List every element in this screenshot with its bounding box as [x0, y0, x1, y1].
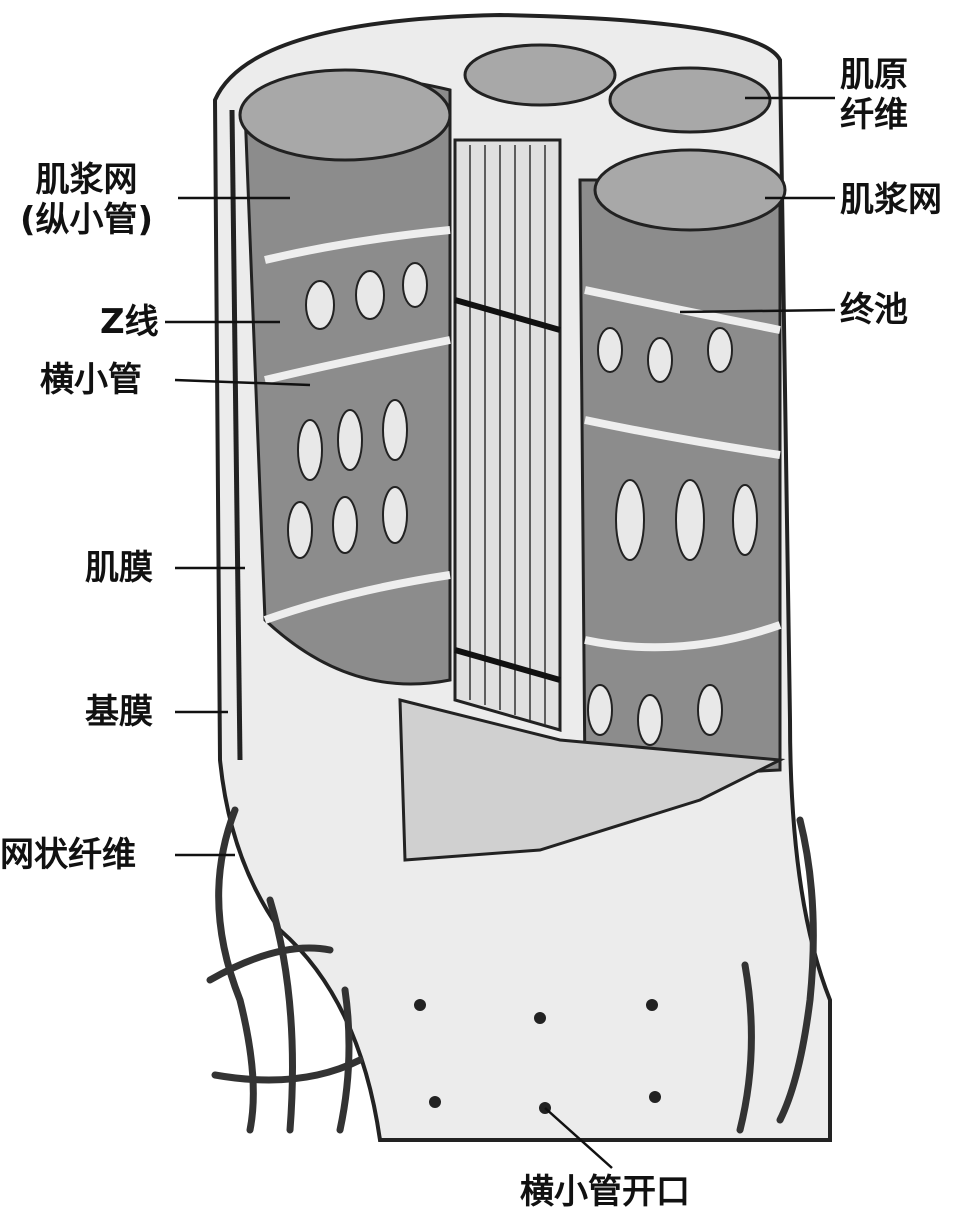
cut-surface: [398, 698, 786, 862]
leader-lines: [165, 96, 836, 1169]
right-myofibril-top: [593, 148, 787, 232]
label-z-line: Z线: [100, 302, 159, 342]
label-t-tubule: 横小管: [40, 360, 142, 400]
label-myofibril: 肌原 纤维: [840, 55, 908, 135]
label-sr-left-line1: 肌浆网: [35, 160, 138, 200]
label-sarcolemma: 肌膜: [85, 548, 153, 588]
label-myofibril-line2: 纤维: [840, 95, 908, 135]
z-band: [454, 297, 561, 333]
reticular-fibers: [206, 806, 817, 1134]
sarcolemma-line: [229, 109, 243, 761]
label-sr-left-line2: (纵小管): [20, 200, 154, 240]
z-band: [454, 647, 561, 683]
label-terminal-cisterna: 终池: [840, 290, 908, 330]
lumen-holes: [287, 262, 758, 746]
label-t-tubule-opening: 横小管开口: [520, 1172, 690, 1212]
label-sr-left: 肌浆网 (纵小管): [20, 160, 153, 240]
label-sr-right: 肌浆网: [840, 180, 942, 220]
label-reticular-fiber: 网状纤维: [0, 835, 136, 875]
right-myofibril: [578, 178, 782, 782]
left-myofibril-top: [238, 68, 452, 162]
label-basement-membrane: 基膜: [85, 692, 153, 732]
label-myofibril-line1: 肌原: [840, 55, 908, 95]
center-myofibril: [453, 138, 562, 732]
